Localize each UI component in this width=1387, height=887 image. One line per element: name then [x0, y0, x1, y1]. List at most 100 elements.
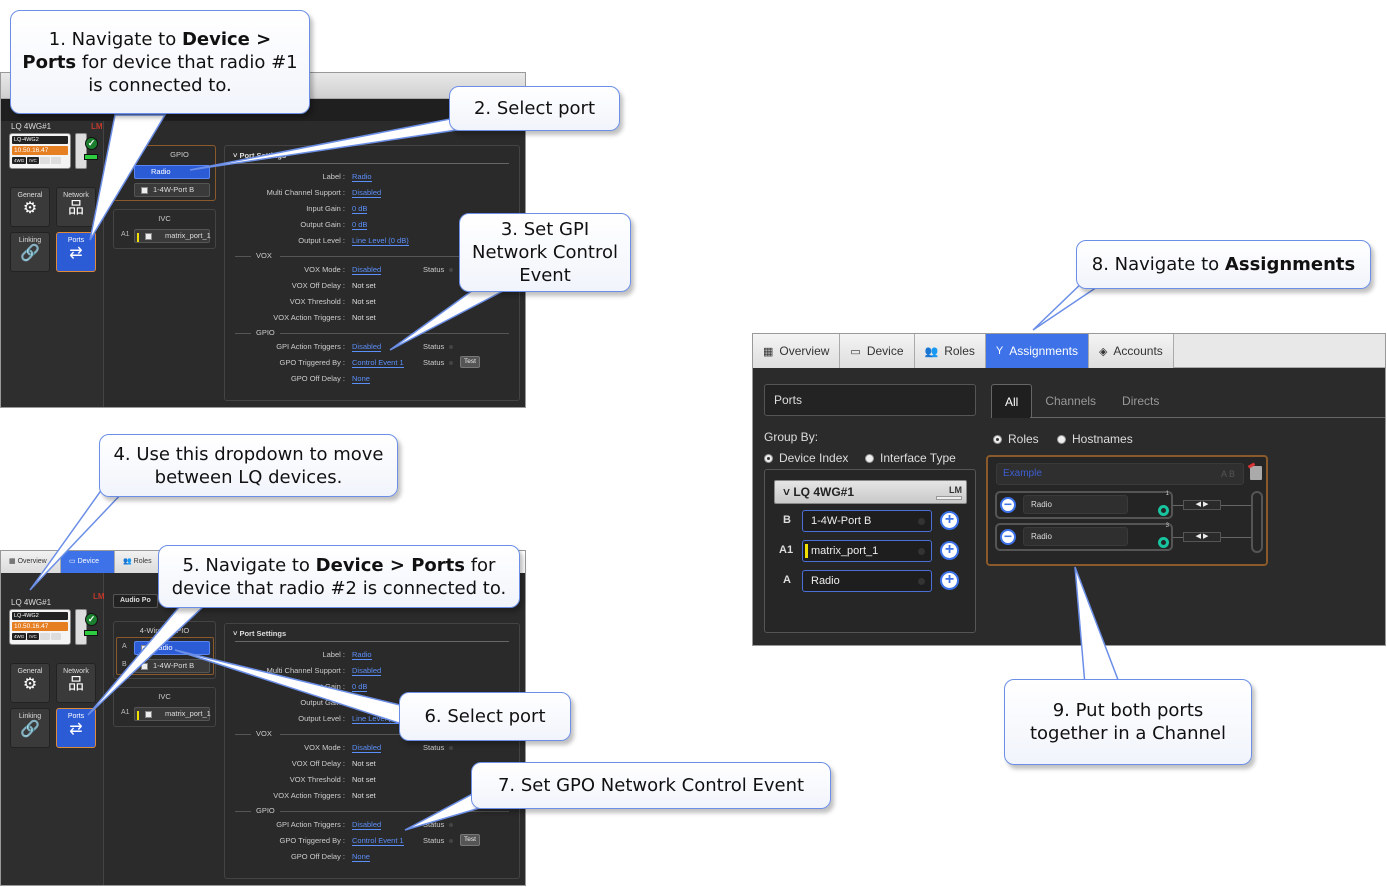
- checkbox[interactable]: [141, 663, 148, 670]
- radio-interface-type[interactable]: Interface Type: [865, 451, 956, 465]
- port-settings-header[interactable]: ˅ Port Settings: [233, 629, 287, 638]
- port-radio[interactable]: Radio: [134, 165, 210, 179]
- setting-value[interactable]: Disabled: [352, 265, 382, 275]
- radio-roles[interactable]: Roles: [993, 432, 1039, 446]
- talk-listen-icon[interactable]: [1158, 537, 1169, 548]
- tab-roles[interactable]: 👥 Roles: [115, 551, 161, 573]
- setting-value[interactable]: Disabled: [352, 743, 382, 753]
- port-field[interactable]: Radio: [802, 570, 932, 592]
- setting-value[interactable]: 0 dB: [352, 682, 368, 692]
- setting-value[interactable]: Radio: [352, 172, 372, 182]
- tile-ports[interactable]: Ports⇄: [56, 708, 96, 748]
- checkbox[interactable]: [145, 711, 152, 718]
- setting-value[interactable]: None: [352, 852, 370, 862]
- assignment-sub-tabs: All Channels Directs: [991, 384, 1172, 418]
- setting-label: VOX Off Delay :: [291, 759, 345, 768]
- tab-roles[interactable]: 👥Roles: [914, 334, 986, 368]
- remove-member-button[interactable]: −: [1000, 529, 1016, 545]
- setting-value[interactable]: Disabled: [352, 820, 382, 830]
- device-tag-empty: [39, 157, 50, 164]
- checkbox[interactable]: [141, 187, 148, 194]
- tab-overview[interactable]: ▦Overview: [753, 334, 841, 368]
- add-port-button[interactable]: +: [940, 541, 959, 560]
- ports-filter-field[interactable]: Ports: [764, 384, 976, 416]
- callout-step-4: 4. Use this dropdown to move between LQ …: [99, 434, 398, 497]
- setting-value[interactable]: 0 dB: [352, 698, 368, 708]
- setting-value[interactable]: Line Level (0 dB): [352, 236, 409, 246]
- status-label: Status: [423, 743, 445, 752]
- radio-device-index[interactable]: Device Index: [764, 451, 848, 465]
- port-letter: A1: [779, 544, 794, 556]
- tile-general[interactable]: General⚙: [10, 663, 50, 703]
- add-port-button[interactable]: +: [940, 571, 959, 590]
- setting-value[interactable]: 0 dB: [352, 220, 368, 230]
- port-matrix-port-1[interactable]: matrix_port_1: [134, 707, 211, 721]
- callout-text: 2. Select port: [473, 98, 596, 119]
- test-button[interactable]: Test: [460, 356, 480, 368]
- port-1-4w-port-b[interactable]: 1-4W-Port B: [134, 659, 210, 673]
- tab-device[interactable]: ▭Device: [840, 334, 915, 368]
- trash-icon[interactable]: [1250, 466, 1262, 480]
- setting-value[interactable]: Radio: [352, 650, 372, 660]
- device-tag-empty: [39, 633, 50, 640]
- setting-label: Multi Channel Support :: [266, 188, 345, 197]
- setting-value[interactable]: 0 dB: [352, 204, 368, 214]
- status-label: Status: [423, 358, 445, 367]
- group-ivc: IVC A1 matrix_port_1: [113, 687, 216, 727]
- tab-accounts[interactable]: ◈Accounts: [1088, 334, 1174, 368]
- talk-listen-icon[interactable]: [1158, 505, 1169, 516]
- tile-ports[interactable]: Ports⇄: [56, 232, 96, 272]
- tile-linking[interactable]: Linking🔗: [10, 232, 50, 272]
- setting-value[interactable]: Disabled: [352, 666, 382, 676]
- device-hostname: LQ-4WG2: [12, 612, 68, 620]
- port-settings-header[interactable]: ˅ Port Settings: [233, 151, 287, 160]
- tab-device[interactable]: ▭ Device: [61, 551, 115, 573]
- level-bar: [936, 496, 962, 500]
- port-1-4w-port-b[interactable]: 1-4W-Port B: [134, 183, 210, 197]
- status-indicator: [449, 345, 453, 349]
- setting-label: GPI Action Triggers :: [276, 342, 345, 351]
- section-divider: [280, 734, 509, 735]
- setting-value[interactable]: Control Event 1: [352, 836, 404, 846]
- setting-value[interactable]: None: [352, 374, 370, 384]
- tab-overview[interactable]: ▦ Overview: [1, 551, 61, 573]
- audio-ports-button[interactable]: Audio Po: [113, 594, 158, 608]
- tab-label: Accounts: [1113, 344, 1163, 358]
- tab-directs[interactable]: Directs: [1122, 394, 1160, 408]
- setting-value[interactable]: Disabled: [352, 342, 382, 352]
- port-field[interactable]: matrix_port_1: [802, 540, 932, 562]
- tab-all[interactable]: All: [991, 384, 1033, 418]
- tab-channels[interactable]: Channels: [1045, 394, 1097, 408]
- setting-value[interactable]: Control Event 1: [352, 358, 404, 368]
- tile-linking[interactable]: Linking🔗: [10, 708, 50, 748]
- test-button[interactable]: Test: [460, 834, 480, 846]
- checkbox[interactable]: [145, 233, 152, 240]
- status-label: Status: [423, 836, 445, 845]
- checkbox-checked[interactable]: ✓: [141, 645, 148, 652]
- port-field[interactable]: 1-4W-Port B: [802, 510, 932, 532]
- radio-hostnames[interactable]: Hostnames: [1057, 432, 1133, 446]
- direction-arrows-icon[interactable]: ◀ ▶: [1183, 532, 1221, 542]
- device-tag-empty: [50, 633, 61, 640]
- tile-general[interactable]: General⚙: [10, 187, 50, 227]
- section-title: VOX: [256, 251, 272, 260]
- channel-member[interactable]: − Radio 3: [995, 523, 1173, 551]
- remove-member-button[interactable]: −: [1000, 497, 1016, 513]
- add-port-button[interactable]: +: [940, 511, 959, 530]
- device-name[interactable]: LQ 4WG#1: [11, 598, 52, 607]
- port-radio[interactable]: ✓Radio: [134, 641, 210, 655]
- radio-label: Hostnames: [1072, 432, 1133, 446]
- port-matrix-port-1[interactable]: matrix_port_1: [134, 229, 211, 243]
- group-title: GPIO: [170, 150, 189, 159]
- channel-member[interactable]: − Radio 1: [995, 491, 1173, 519]
- direction-arrows-icon[interactable]: ◀ ▶: [1183, 500, 1221, 510]
- setting-value[interactable]: Disabled: [352, 188, 382, 198]
